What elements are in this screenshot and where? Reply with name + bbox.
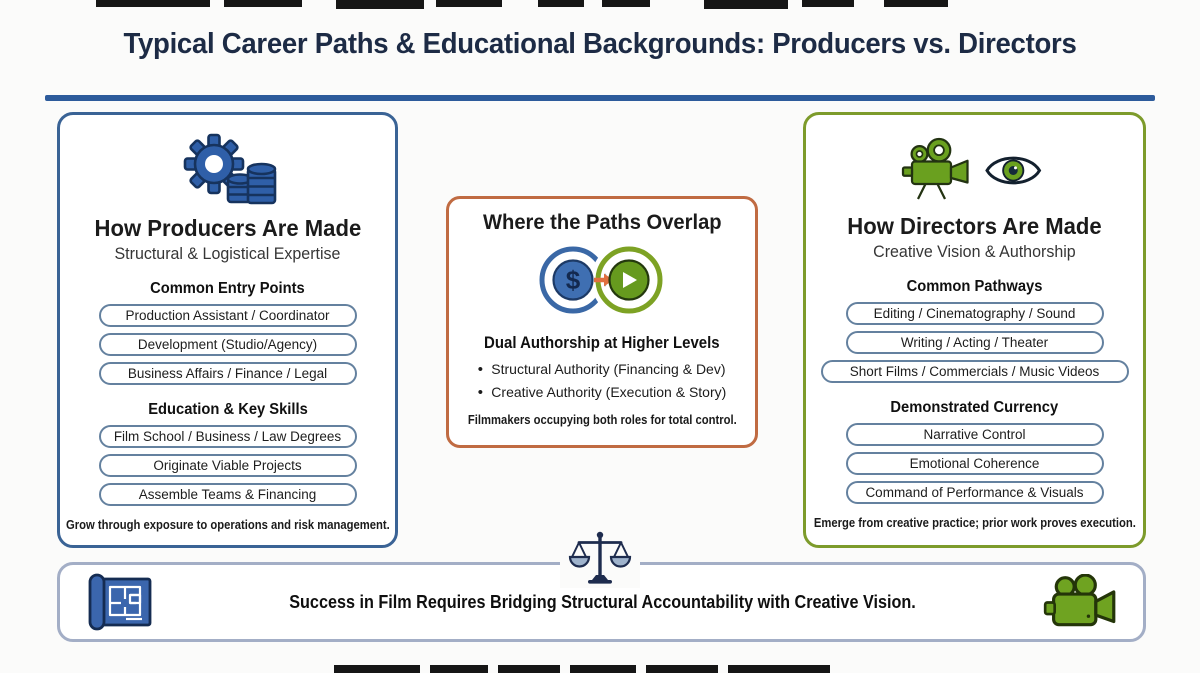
strip-segment [430,665,488,673]
strip-segment [802,0,854,7]
strip-segment [224,0,302,7]
pill-item: Development (Studio/Agency) [98,333,357,356]
overlap-title: Where the Paths Overlap [482,211,722,234]
pill-item: Short Films / Commercials / Music Videos [820,360,1129,383]
strip-segment [498,665,560,673]
overlap-bullet-list: Structural Authority (Financing & Dev) C… [478,358,727,404]
pill-item: Writing / Acting / Theater [845,331,1104,354]
title-divider [45,95,1155,101]
pill-item: Business Affairs / Finance / Legal [98,362,357,385]
directors-subtitle: Creative Vision & Authorship [873,243,1076,261]
strip-segment [570,665,636,673]
strip-segment [538,0,584,7]
pill-item: Emotional Coherence [845,452,1104,475]
balance-scale-icon [560,530,640,588]
section-header-entry-points: Common Entry Points [150,280,305,297]
strip-segment [884,0,948,7]
producers-subtitle: Structural & Logistical Expertise [114,245,341,263]
pill-item: Film School / Business / Law Degrees [98,425,357,448]
eye-icon [984,156,1041,185]
section-header-pathways: Common Pathways [906,278,1043,295]
pill-item: Originate Viable Projects [98,454,357,477]
producers-panel: How Producers Are Made Structural & Logi… [57,112,398,548]
strip-segment [646,665,718,673]
play-circle-icon [608,259,650,301]
directors-title: How Directors Are Made [847,213,1102,239]
svg-text:$: $ [566,265,581,295]
strip-segment [704,0,788,9]
film-camera-icon [901,137,969,200]
overlap-footnote: Filmmakers occupying both roles for tota… [467,413,737,427]
camera-eye-icons [901,137,1041,200]
strip-segment [336,0,424,9]
overlap-panel: Where the Paths Overlap $ Dual Authorshi… [446,196,758,448]
dollar-circle-icon: $ [552,259,594,301]
bullet-item: Structural Authority (Financing & Dev) [478,358,727,381]
strip-segment [334,665,420,673]
overlap-circles-icon: $ [539,242,667,318]
gear-coins-icon [183,133,276,205]
strip-segment [602,0,650,7]
bullet-item: Creative Authority (Execution & Story) [478,381,726,404]
pill-item: Narrative Control [845,423,1104,446]
pill-item: Command of Performance & Visuals [845,481,1104,504]
strip-segment [96,0,210,7]
pill-item: Editing / Cinematography / Sound [845,302,1104,325]
page-title: Typical Career Paths & Educational Backg… [123,28,1077,60]
strip-segment [728,665,830,673]
strip-segment [436,0,502,7]
blueprint-icon [88,573,152,631]
producers-footnote: Grow through exposure to operations and … [65,518,390,532]
overlap-subtitle: Dual Authorship at Higher Levels [484,333,720,352]
producers-title: How Producers Are Made [94,215,361,241]
camcorder-icon [1043,573,1116,626]
directors-footnote: Emerge from creative practice; prior wor… [813,516,1136,530]
section-header-currency: Demonstrated Currency [890,399,1059,416]
pill-item: Production Assistant / Coordinator [98,304,357,327]
summary-text: Success in Film Requires Bridging Struct… [289,591,916,612]
pill-item: Assemble Teams & Financing [98,483,357,506]
section-header-education-skills: Education & Key Skills [147,401,308,418]
directors-panel: How Directors Are Made Creative Vision &… [803,112,1146,548]
